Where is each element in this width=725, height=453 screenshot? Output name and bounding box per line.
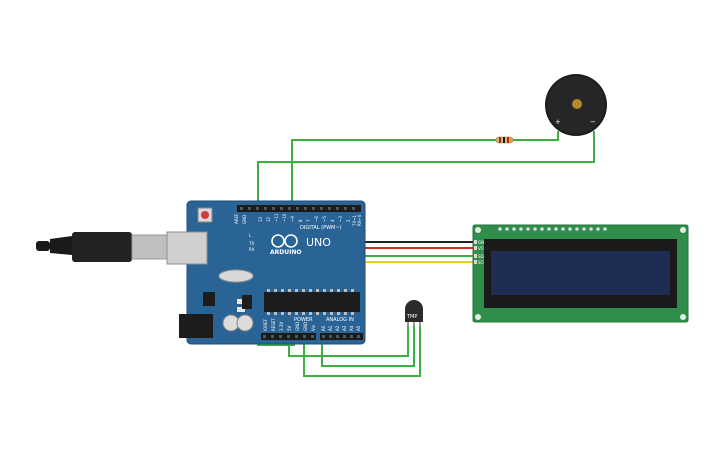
power-pin-label: IOREF [263, 318, 268, 331]
wire-tmp-out[interactable] [321, 322, 415, 367]
power-label: POWER [294, 317, 313, 323]
digital-pin-label: RX←0 [357, 214, 362, 226]
wire-tmp-vcc[interactable] [288, 322, 409, 357]
arduino-uno-board[interactable]: AREF GND 13 12 ~11 ~10 ~9 8 7 ~6 ~5 4 ~3… [166, 200, 366, 345]
buzzer-plus-label: + [555, 118, 561, 126]
power-pin-label: 3.3V [279, 322, 284, 331]
lcd-16x2-module[interactable]: GND VCC SDA SCL [472, 224, 689, 323]
piezo-buzzer[interactable]: + − [545, 74, 607, 136]
digital-pin-label: 4 [330, 219, 335, 222]
wire-tmp-gnd[interactable] [303, 322, 421, 377]
analog-pin-label: A5 [356, 325, 361, 331]
usb-cable[interactable] [36, 232, 171, 262]
arduino-logo: ARDUINO UNO [270, 234, 331, 256]
analog-pin-label: A1 [328, 325, 333, 331]
aref-label: AREF [234, 213, 239, 224]
model-label: UNO [306, 236, 331, 249]
wire-pin10-resistor[interactable] [291, 139, 496, 210]
digital-pin-label: ~3 [338, 216, 343, 222]
digital-pin-label: ~5 [322, 216, 327, 222]
wire-resistor-buzzer[interactable] [513, 131, 559, 141]
lcd-pin-sda: SDA [478, 254, 487, 259]
power-pin-label: GND [303, 322, 308, 331]
digital-pin-label: TX→1 [352, 214, 357, 227]
digital-pin-label: ~11 [274, 213, 279, 222]
analog-pin-label: A3 [342, 325, 347, 331]
temperature-sensor[interactable]: TMP [405, 300, 423, 326]
digital-pin-label: 12 [266, 216, 271, 222]
rx-label: RX [249, 247, 255, 252]
power-pin-label: Vin [311, 324, 316, 331]
analog-pin-label: A0 [321, 325, 326, 331]
analog-pin-label: A4 [349, 325, 354, 331]
resistor[interactable] [495, 136, 514, 144]
digital-pin-label: 7 [306, 219, 311, 222]
l-label: L [249, 233, 252, 238]
power-pin-label: 5V [287, 325, 292, 331]
tx-label: TX [248, 241, 254, 246]
analog-header[interactable] [320, 333, 363, 340]
capacitor [236, 314, 254, 332]
buzzer-minus-label: − [590, 118, 596, 126]
tmp-label: TMP [406, 314, 417, 320]
voltage-regulator [203, 292, 215, 306]
digital-pin-label: ~6 [314, 216, 319, 222]
digital-pwm-label: DIGITAL (PWM~) [300, 225, 342, 231]
lcd-screen [491, 251, 670, 295]
power-pin-label: RESET [271, 318, 276, 331]
analog-in-label: ANALOG IN [326, 317, 354, 323]
atmega-chip [264, 292, 360, 312]
lcd-pin-vcc: VCC [478, 246, 487, 251]
digital-pin-label: ~10 [282, 213, 287, 222]
digital-pin-label: 2 [346, 219, 351, 222]
power-jack [179, 314, 213, 338]
digital-pin-label: 8 [298, 219, 303, 222]
icsp-header [242, 295, 252, 309]
crystal-oscillator [218, 269, 254, 283]
digital-pin-label: ~9 [290, 216, 295, 222]
power-pin-label: GND [295, 322, 300, 331]
digital-pin-label: 13 [258, 216, 263, 222]
gnd-label: GND [242, 215, 247, 224]
usb-port [166, 231, 208, 265]
brand-label: ARDUINO [270, 249, 301, 256]
lcd-pin-gnd: GND [478, 240, 487, 245]
lcd-pin-scl: SCL [478, 260, 486, 265]
analog-pin-label: A2 [335, 325, 340, 331]
